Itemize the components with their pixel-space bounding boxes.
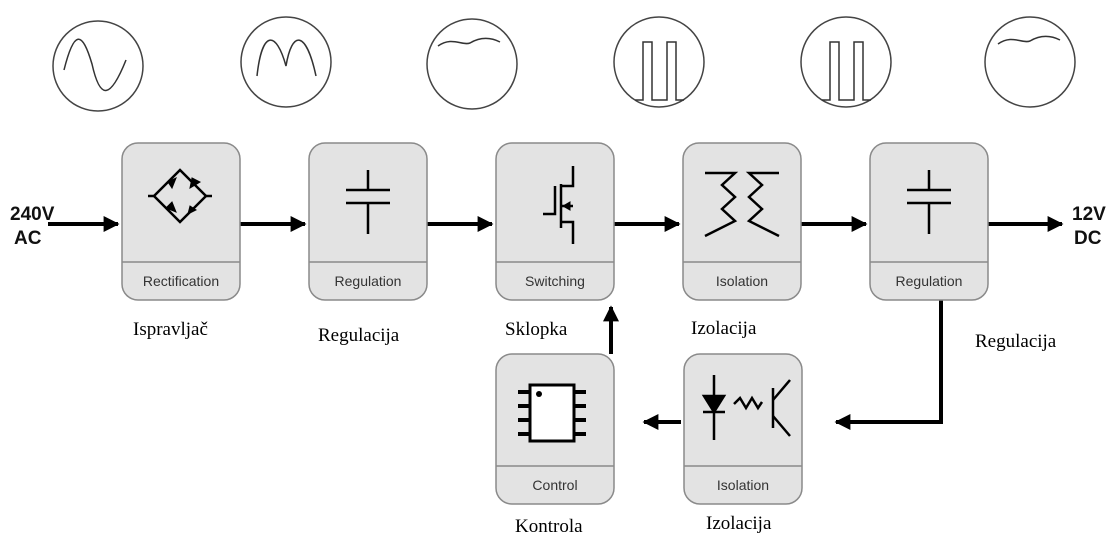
- block-label: Rectification: [143, 273, 219, 289]
- block-label: Isolation: [716, 273, 768, 289]
- block-regulation-2: Regulation: [869, 142, 989, 301]
- capacitor-icon: [346, 170, 390, 234]
- block-isolation-optocoupler: Isolation: [683, 353, 803, 505]
- caption-regulacija-2: Regulacija: [975, 331, 1057, 352]
- caption-izolacija-2: Izolacija: [706, 513, 772, 534]
- block-label: Control: [532, 477, 577, 493]
- block-label: Switching: [525, 273, 585, 289]
- caption-kontrola: Kontrola: [515, 516, 583, 537]
- output-type-label: DC: [1074, 228, 1102, 249]
- waveform-square: [613, 16, 705, 108]
- block-label: Isolation: [717, 477, 769, 493]
- diode-bridge-icon: [148, 168, 212, 224]
- block-label: Regulation: [896, 273, 963, 289]
- waveform-rectified: [240, 16, 332, 108]
- block-rectification: Rectification: [121, 142, 241, 301]
- caption-regulacija-1: Regulacija: [318, 325, 400, 346]
- input-type-label: AC: [14, 228, 42, 249]
- capacitor-icon: [907, 170, 951, 234]
- block-regulation-1: Regulation: [308, 142, 428, 301]
- arrow-feedback: [834, 300, 943, 430]
- caption-ispravljac: Ispravljač: [133, 319, 208, 340]
- block-isolation-transformer: Isolation: [682, 142, 802, 301]
- caption-sklopka: Sklopka: [505, 319, 568, 340]
- optocoupler-icon: [701, 375, 791, 440]
- waveform-square: [800, 16, 892, 108]
- waveform-ripple-dc: [426, 18, 518, 110]
- waveform-sine: [52, 20, 144, 112]
- connectors: [48, 216, 1064, 430]
- transformer-icon: [704, 171, 780, 238]
- output-voltage-label: 12V: [1072, 204, 1106, 225]
- block-switching: Switching: [495, 142, 615, 301]
- block-label: Regulation: [335, 273, 402, 289]
- block-control: Control: [495, 353, 615, 505]
- input-voltage-label: 240V: [10, 204, 55, 225]
- waveform-ripple-dc: [984, 16, 1076, 108]
- chip-icon: [518, 383, 586, 443]
- mosfet-icon: [543, 166, 575, 244]
- caption-izolacija-1: Izolacija: [691, 318, 757, 339]
